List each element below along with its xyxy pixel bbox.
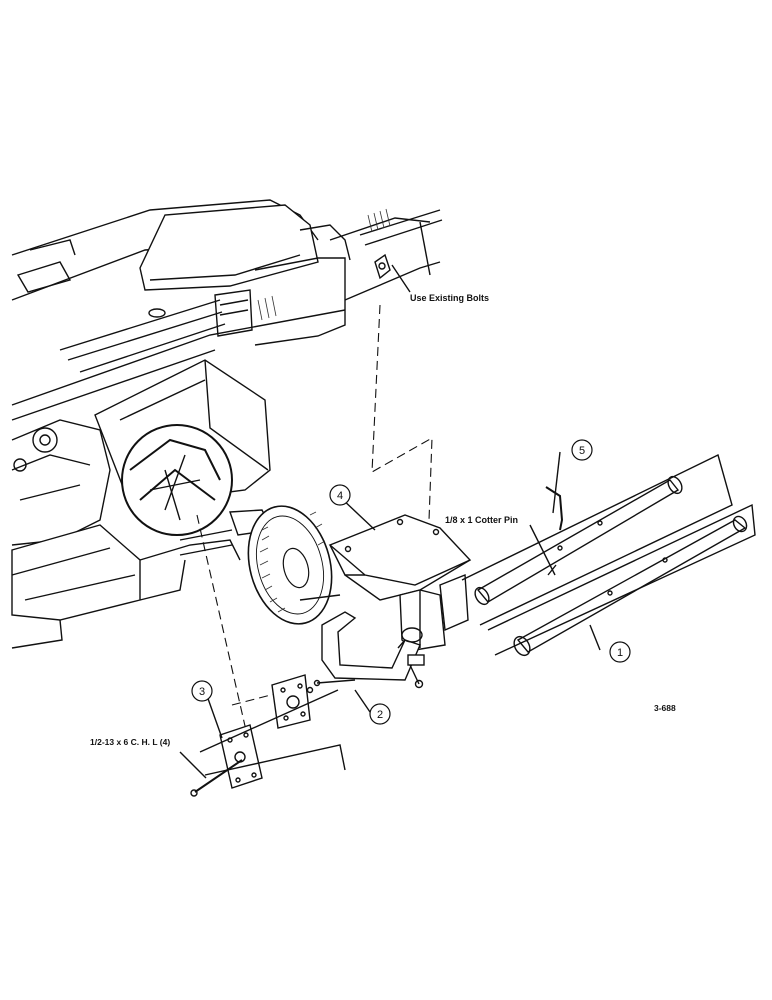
label-bolt-spec: 1/2-13 x 6 C. H. L (4) [90, 737, 170, 747]
part-5-pin [545, 486, 564, 531]
callout-2-label: 2 [377, 709, 383, 721]
existing-bolt [374, 253, 411, 293]
frame-hatching [257, 208, 391, 321]
callout-2: 2 [369, 703, 391, 725]
detail-circle [121, 424, 233, 536]
tube-bracket-outline [461, 454, 756, 656]
callout-3-label: 3 [199, 686, 205, 698]
callout-3: 3 [191, 680, 213, 702]
part-1-lower-tube [513, 515, 748, 657]
part-1-upper-tube [474, 475, 683, 606]
label-use-existing-bolts: Use Existing Bolts [410, 293, 489, 303]
part-2-tube [321, 611, 425, 689]
figure-code: 3-688 [654, 703, 676, 713]
label-cotter-pin: 1/8 x 1 Cotter Pin [445, 515, 518, 525]
part-3-plates [190, 674, 356, 797]
callout-1-label: 1 [617, 647, 623, 659]
wheel [247, 505, 333, 625]
callout-5-label: 5 [579, 445, 585, 457]
callout-4-label: 4 [337, 490, 343, 502]
callout-1: 1 [609, 641, 631, 663]
machine-frame [11, 199, 443, 649]
part-4-bracket [328, 514, 472, 651]
callout-4: 4 [329, 484, 351, 506]
callout-5: 5 [571, 439, 593, 461]
